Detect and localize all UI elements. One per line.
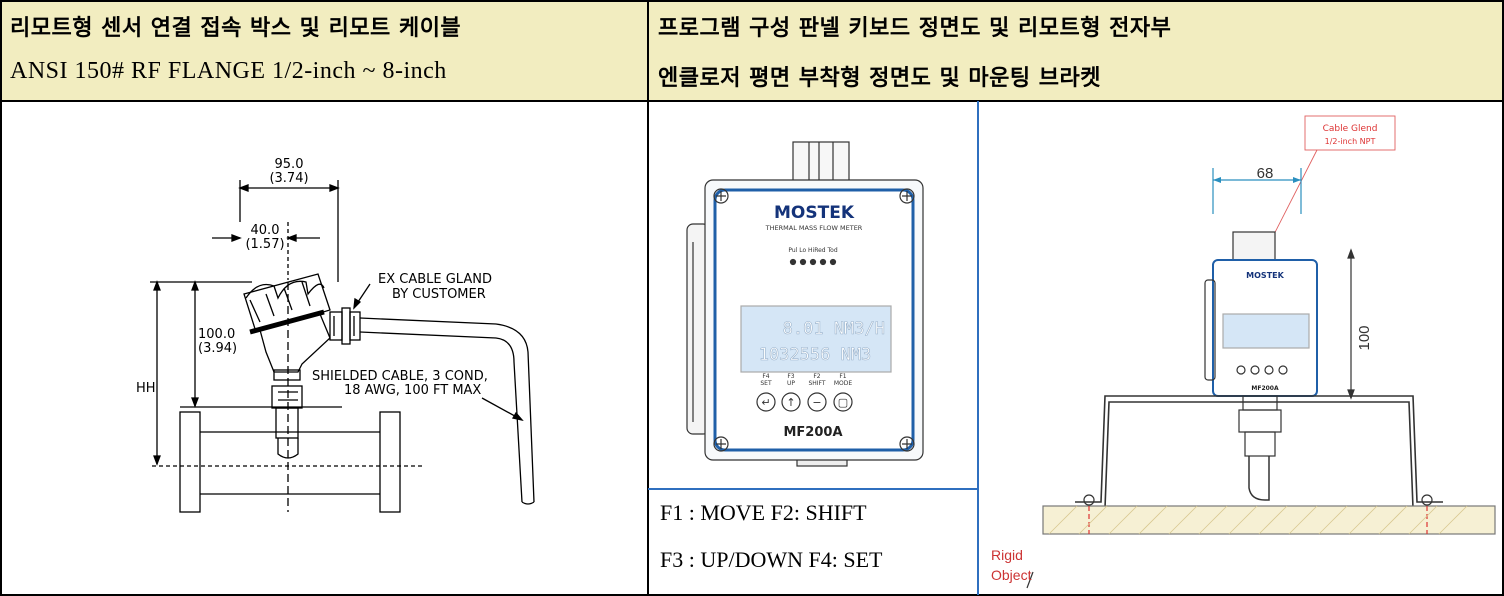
dim-width-outer: 95.0 — [275, 157, 304, 172]
device-display-line2: 1032556 NM3 — [759, 345, 872, 365]
up-key-icon: ↑ — [786, 396, 795, 409]
device-brand: MOSTEK — [774, 203, 855, 223]
table-border-middle — [647, 0, 649, 596]
small-device-model: MF200A — [1251, 385, 1279, 392]
rigid-label-2: Object — [991, 567, 1032, 583]
key-f3-label: UP — [787, 380, 795, 387]
device-front-view: MOSTEK THERMAL MASS FLOW METER Pul Lo Hi… — [686, 141, 924, 467]
key-f2-code: F2 — [813, 373, 820, 380]
small-device-brand: MOSTEK — [1246, 271, 1284, 280]
right-title-line1: 프로그램 구성 판넬 키보드 정면도 및 리모트형 전자부 — [658, 15, 1172, 41]
gland-note-2: BY CUSTOMER — [392, 287, 486, 302]
dim-100: 100 — [1356, 325, 1373, 350]
shift-key-icon: − — [812, 396, 821, 409]
key-f1-code: F1 — [839, 373, 846, 380]
mounting-bracket-drawing: Cable Glend 1/2-inch NPT 68 100 MOSTEK M… — [991, 115, 1496, 589]
dim-height-in: (3.94) — [198, 341, 237, 356]
dim-68: 68 — [1257, 165, 1274, 182]
left-title-line2: ANSI 150# RF FLANGE 1/2-inch ~ 8-inch — [10, 58, 447, 84]
device-model: MF200A — [783, 425, 842, 440]
table-border-right — [1502, 0, 1504, 596]
inner-divider-vertical — [977, 101, 979, 595]
set-key-icon: ↵ — [761, 396, 770, 409]
junction-box-drawing: 95.0 (3.74) 40.0 (1.57) 100.0 (3.94) HH … — [136, 157, 535, 513]
table-border-left — [0, 0, 2, 596]
gland-callout-1: Cable Glend — [1323, 124, 1378, 134]
dim-width-outer-in: (3.74) — [269, 171, 308, 186]
gland-callout-2: 1/2-inch NPT — [1325, 137, 1376, 146]
key-f3-code: F3 — [787, 373, 794, 380]
dim-height: 100.0 — [198, 327, 235, 342]
mode-key-icon: ▢ — [838, 396, 848, 409]
table-border-header — [0, 100, 1504, 102]
right-title-line2: 엔클로저 평면 부착형 정면도 및 마운팅 브라켓 — [658, 65, 1102, 91]
device-subtitle: THERMAL MASS FLOW METER — [765, 224, 863, 232]
left-header: 리모트형 센서 연결 접속 박스 및 리모트 케이블 ANSI 150# RF … — [0, 0, 648, 100]
gland-note-1: EX CABLE GLAND — [378, 272, 492, 287]
device-display-line1: 8.01 NM3/H — [783, 319, 885, 339]
key-legend-line2: F3 : UP/DOWN F4: SET — [660, 547, 883, 572]
table-border-top — [0, 0, 1504, 2]
key-legend-line1: F1 : MOVE F2: SHIFT — [660, 500, 867, 525]
cable-note-2: 18 AWG, 100 FT MAX — [344, 383, 481, 398]
key-f2-label: SHIFT — [808, 380, 825, 387]
rigid-label-1: Rigid — [991, 547, 1023, 563]
device-led-labels: Pul Lo HiRed Tod — [788, 247, 838, 254]
key-f4-label: SET — [760, 380, 772, 387]
right-header: 프로그램 구성 판넬 키보드 정면도 및 리모트형 전자부 엔클로저 평면 부착… — [648, 0, 1504, 100]
key-f1-label: MODE — [834, 380, 853, 387]
inner-divider-horizontal — [648, 488, 978, 490]
dim-width-inner: 40.0 — [251, 223, 280, 238]
dim-hh: HH — [136, 381, 156, 396]
key-f4-code: F4 — [762, 373, 769, 380]
left-title-line1: 리모트형 센서 연결 접속 박스 및 리모트 케이블 — [10, 15, 462, 41]
cable-note-1: SHIELDED CABLE, 3 COND, — [312, 369, 488, 384]
table-border-bottom — [0, 594, 1504, 596]
dim-width-inner-in: (1.57) — [245, 237, 284, 252]
